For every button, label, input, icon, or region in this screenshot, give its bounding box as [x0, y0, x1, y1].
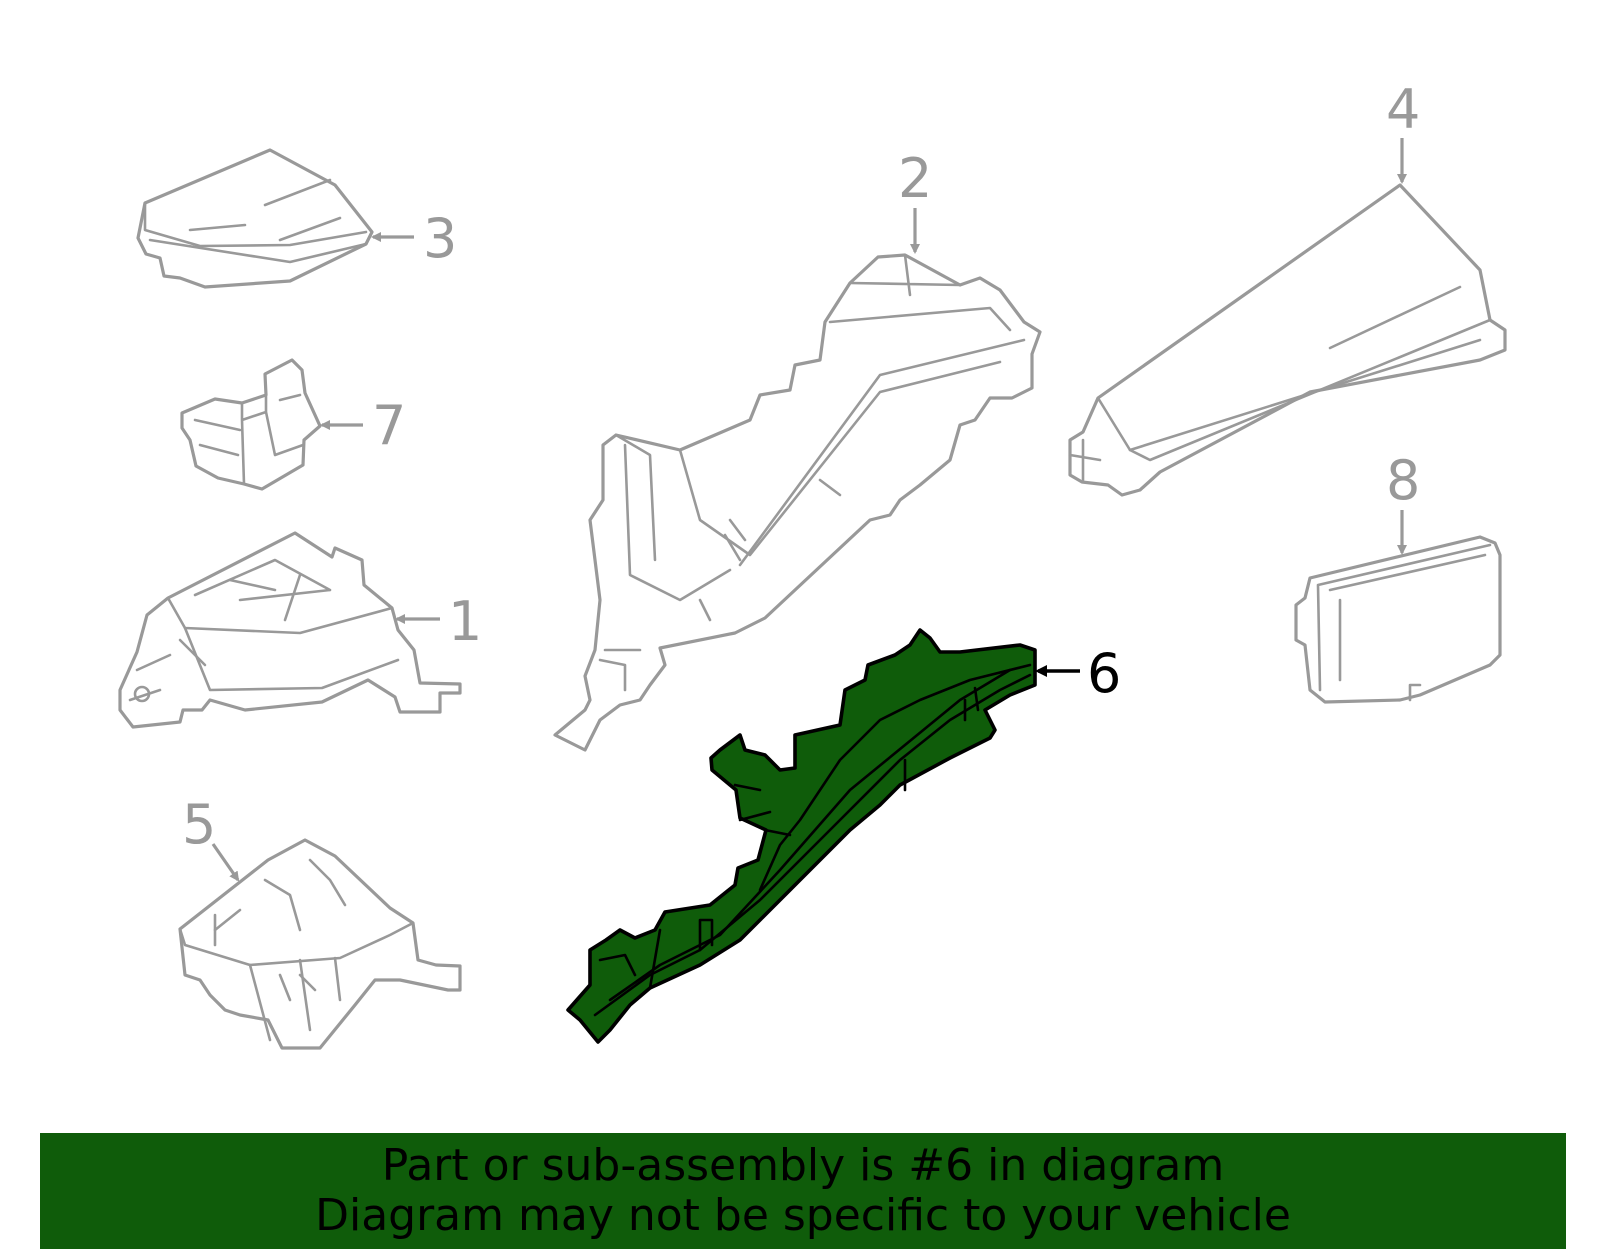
callout-2: 2 [898, 147, 932, 210]
part-2-junction-block-frame[interactable] [553, 253, 1042, 752]
parts-diagram: 3 7 1 5 2 [118, 78, 1507, 1050]
callout-5-leader [211, 843, 240, 882]
part-4-relay-cover[interactable] [1068, 183, 1507, 497]
part-7-relay-block[interactable] [180, 358, 322, 491]
part-5-relay-box[interactable] [178, 838, 462, 1050]
info-banner: Part or sub-assembly is #6 in diagram Di… [40, 1133, 1566, 1249]
callout-6: 6 [1087, 642, 1121, 705]
callout-8: 8 [1386, 449, 1420, 512]
callout-1: 1 [448, 590, 482, 653]
part-3-fuse-box-cover[interactable] [136, 148, 374, 289]
banner-line-1: Part or sub-assembly is #6 in diagram [381, 1140, 1225, 1191]
callout-4: 4 [1386, 78, 1420, 141]
part-8-ecu-module[interactable] [1294, 535, 1502, 704]
callout-7: 7 [372, 394, 406, 457]
callout-5: 5 [182, 793, 216, 856]
part-6-bracket-highlighted[interactable] [566, 628, 1037, 1044]
banner-line-2: Diagram may not be specific to your vehi… [315, 1190, 1291, 1241]
part-1-fuse-box-assembly[interactable] [118, 531, 462, 729]
callout-3: 3 [423, 207, 457, 270]
